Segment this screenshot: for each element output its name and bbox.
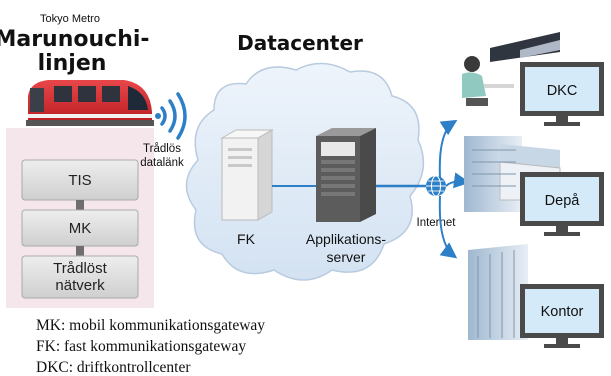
wireless-network-label-1: Trådlöst — [53, 260, 107, 277]
wireless-signal-icon — [155, 92, 187, 140]
wireless-link-label-2: datalänk — [140, 157, 184, 169]
office-monitor-icon — [520, 284, 604, 348]
link-to-depot — [445, 172, 470, 189]
depot-label: Depå — [545, 193, 581, 209]
application-server-icon — [316, 128, 376, 222]
datacenter-title: Datacenter — [237, 31, 363, 55]
dkc-monitor-icon — [520, 62, 604, 126]
legend-fk: FK: fast kommunikationsgateway — [36, 338, 246, 355]
legend-mk: MK: mobil kommunikationsgateway — [36, 317, 265, 334]
app-server-label-1: Applikations- — [306, 231, 386, 247]
office-building-icon — [468, 244, 528, 340]
tis-label: TIS — [68, 172, 91, 189]
operator-icon — [462, 32, 560, 106]
dkc-label: DKC — [547, 83, 578, 99]
fk-label: FK — [237, 231, 256, 247]
wireless-link-label-1: Trådlös — [143, 143, 181, 155]
legend-dkc: DKC: driftkontrollcenter — [36, 359, 191, 376]
mk-label: MK — [69, 220, 92, 237]
train-section: Tokyo Metro Marunouchi- linjen TIS MK Tr… — [0, 13, 154, 308]
fk-device-icon — [220, 129, 274, 221]
link-to-dkc — [438, 119, 458, 179]
depot-monitor-icon — [520, 172, 604, 236]
app-server-label-2: server — [327, 249, 366, 265]
line-name-1: Marunouchi- — [0, 27, 150, 52]
wireless-network-box — [21, 255, 139, 299]
operator-label: Tokyo Metro — [40, 13, 100, 25]
internet-label: Internet — [417, 217, 457, 229]
office-label: Kontor — [541, 304, 584, 320]
train-icon — [26, 80, 154, 126]
mk-wlan-connector — [76, 246, 84, 256]
line-name-2: linjen — [38, 51, 107, 76]
wireless-network-label-2: nätverk — [55, 277, 105, 294]
datacenter-cloud — [185, 62, 425, 281]
link-to-office — [438, 195, 458, 259]
tis-mk-connector — [76, 200, 84, 210]
internet-globe-icon — [426, 175, 446, 197]
legend: MK: mobil kommunikationsgateway FK: fast… — [36, 317, 265, 376]
